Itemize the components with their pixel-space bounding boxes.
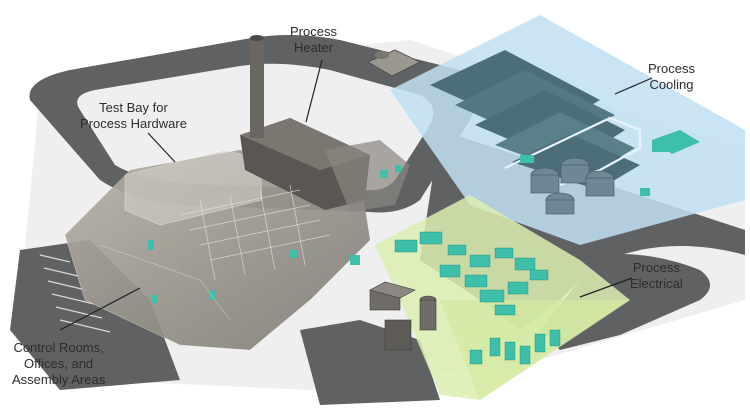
storage-tanks — [369, 281, 437, 351]
heater-pad — [325, 140, 410, 212]
control-rooms-line-1: Control Rooms, — [13, 340, 104, 355]
electrical-equipment — [394, 231, 561, 365]
utility-unit — [367, 49, 421, 77]
process-electrical-line-1: Process — [632, 260, 680, 275]
process-electrical-label: Process Electrical — [630, 260, 683, 292]
control-rooms-line-2: Offices, and — [24, 356, 94, 371]
process-cooling-line-1: Process — [648, 61, 695, 76]
parking-lot — [39, 254, 111, 333]
cooling-tower-rows — [430, 50, 640, 190]
interior-equipment — [179, 184, 331, 281]
road-west — [10, 240, 180, 390]
road-loop — [29, 35, 478, 213]
process-cooling-line-2: Cooling — [649, 77, 694, 92]
process-cooling-label: Process Cooling — [648, 61, 695, 93]
leader-lines — [59, 59, 653, 331]
exhaust-stack — [250, 38, 264, 138]
control-rooms-line-3: Assembly Areas — [12, 372, 106, 387]
building-walls — [64, 234, 311, 351]
test-bay-label: Test Bay for Process Hardware — [80, 100, 187, 132]
test-bay-line-2: Process Hardware — [80, 116, 187, 131]
process-heater-line-1: Process — [290, 24, 337, 39]
process-heater-label: Process Heater — [290, 24, 337, 56]
control-rooms-label: Control Rooms, Offices, and Assembly Are… — [12, 340, 105, 388]
cooling-equipment — [520, 130, 700, 196]
test-bay-line-1: Test Bay for — [99, 100, 168, 115]
building-equipment — [148, 165, 401, 303]
cooling-tanks — [530, 157, 615, 215]
process-electrical-line-2: Electrical — [630, 276, 683, 291]
process-heater-line-2: Heater — [293, 40, 333, 55]
